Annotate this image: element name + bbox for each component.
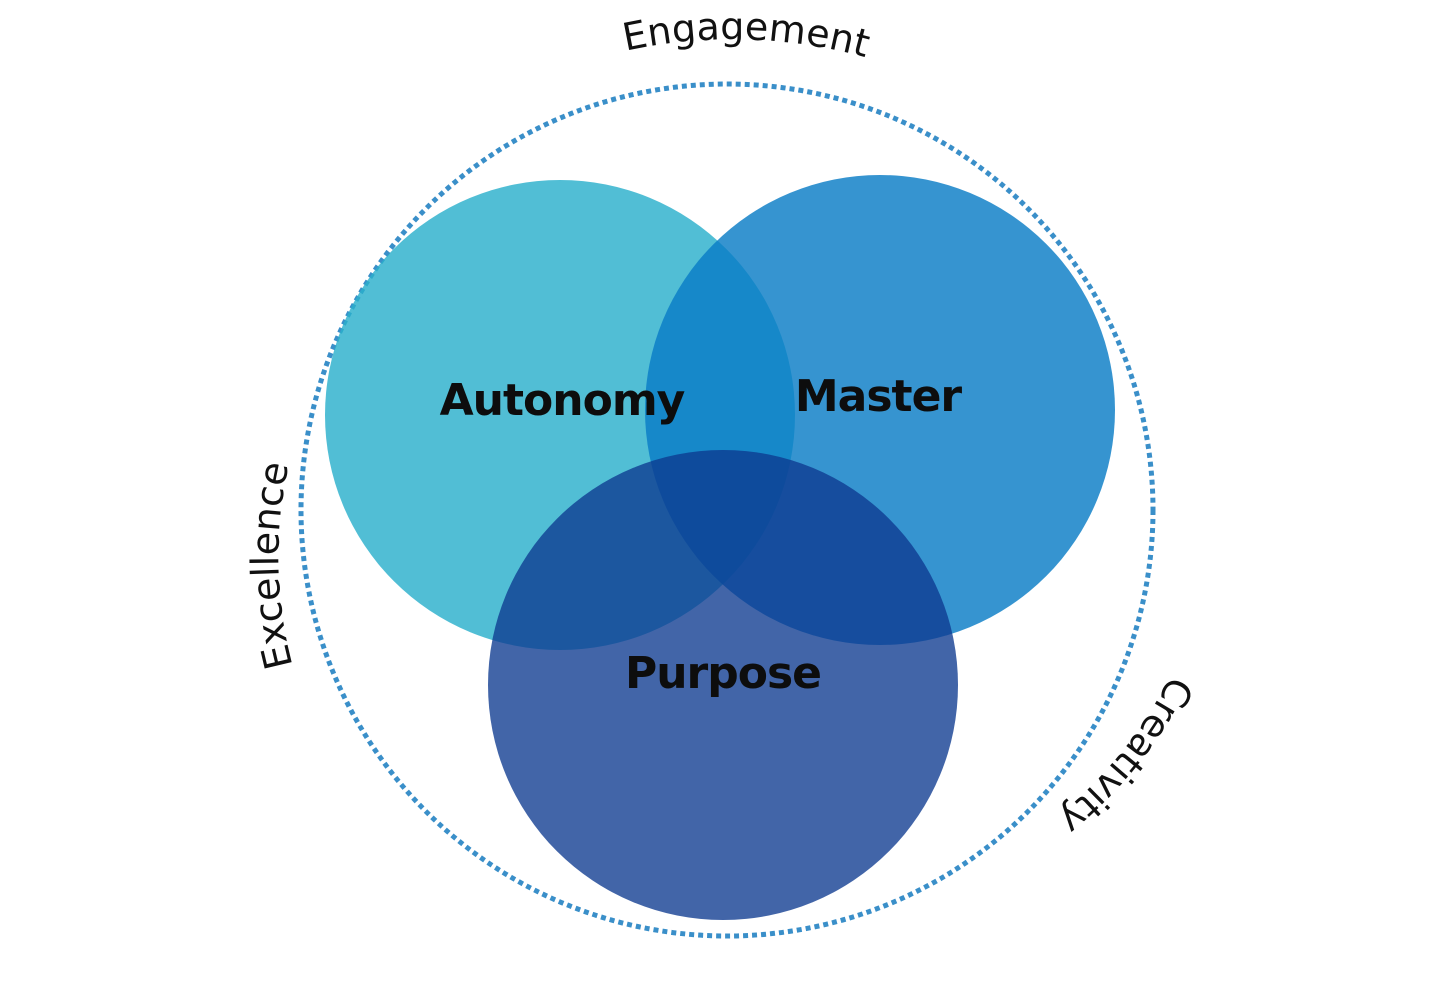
engagement-label: Engagement	[619, 4, 875, 66]
excellence-label: Excellence	[243, 458, 301, 674]
purpose-label: Purpose	[625, 648, 821, 699]
autonomy-label: Autonomy	[440, 375, 685, 426]
purpose-circle	[488, 450, 958, 920]
engagement-label-text: Engagement	[619, 4, 875, 66]
excellence-label-text: Excellence	[243, 458, 301, 674]
engagement-ring	[298, 81, 1156, 939]
master-label: Master	[795, 371, 963, 422]
